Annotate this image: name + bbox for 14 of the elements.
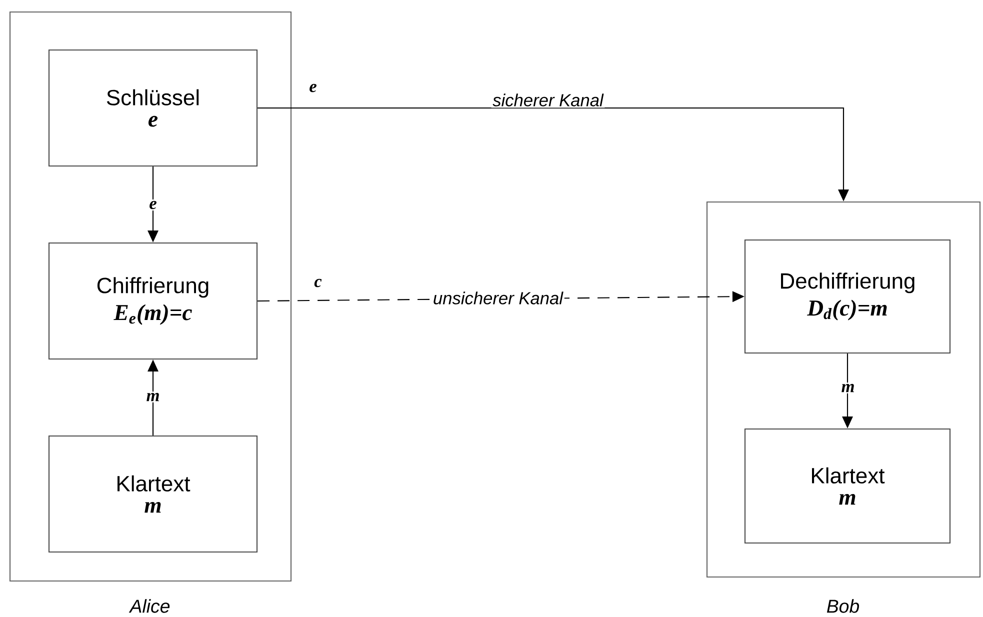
- edge-label: sicherer Kanal: [491, 92, 605, 108]
- edge-label: e: [148, 200, 158, 210]
- process-box: Dechiffrierung D$_{d}$(c)=m: [744, 239, 951, 354]
- process-box: Klartext m: [744, 428, 951, 544]
- edge-label: unsicherer Kanal: [432, 290, 564, 306]
- process-box: Chiffrierung E$_{e}$(m)=c: [48, 242, 258, 360]
- process-box: Schlüssel e: [48, 49, 258, 167]
- node-label: Alice: [128, 599, 170, 613]
- edge-label: m: [840, 382, 856, 394]
- variable-label: c: [314, 278, 322, 288]
- variable-label: e: [310, 84, 316, 92]
- edge-label: m: [144, 392, 162, 402]
- node-label: Bob: [826, 599, 860, 613]
- process-box: Klartext m: [48, 435, 258, 553]
